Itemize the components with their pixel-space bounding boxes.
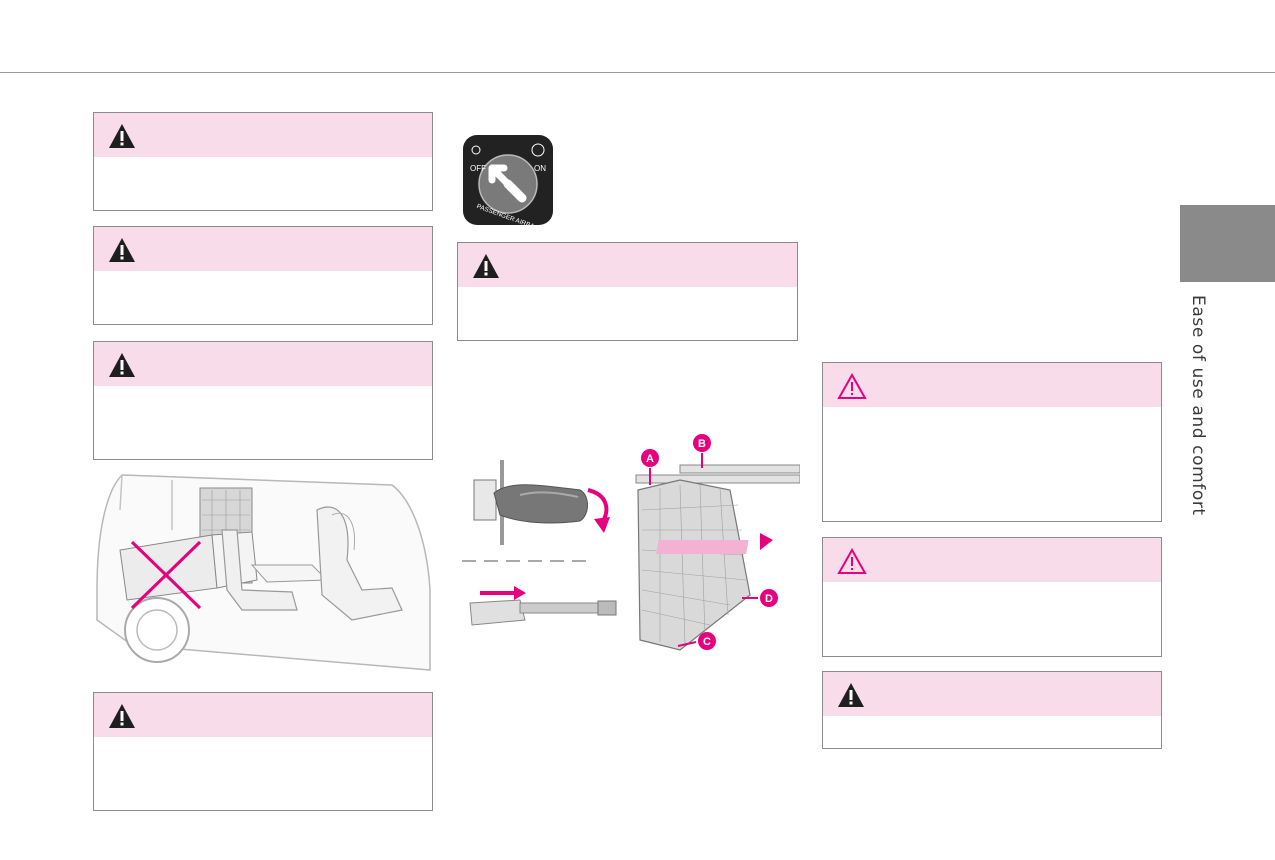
on-label: ON [534, 164, 546, 173]
warning-box-8 [822, 671, 1162, 749]
warning-icon [109, 353, 135, 377]
chapter-tab [1180, 205, 1275, 282]
warning-box-3 [93, 341, 433, 460]
warning-header [94, 693, 432, 737]
warning-header [94, 342, 432, 386]
warning-box-5 [457, 242, 798, 341]
warning-icon [109, 704, 135, 728]
warning-icon [473, 254, 499, 278]
warning-box-6 [822, 362, 1162, 522]
off-label: OFF [470, 164, 486, 173]
warning-icon [109, 124, 135, 148]
warning-header [823, 538, 1161, 582]
warning-header [458, 243, 797, 287]
chapter-title: Ease of use and comfort [1188, 295, 1208, 516]
passenger-airbag-switch: OFF ON PASSENGER AIRBAG [463, 135, 553, 226]
warning-box-1 [93, 112, 433, 211]
warning-header [94, 113, 432, 157]
airbag-on-icon [531, 143, 545, 157]
warning-header [94, 227, 432, 271]
marker-a: A [646, 453, 654, 465]
load-net-illustration: A B C D [635, 434, 800, 651]
warning-icon [109, 238, 135, 262]
marker-c: C [703, 636, 711, 648]
warning-box-2 [93, 226, 433, 325]
warning-box-4 [93, 692, 433, 811]
warning-header [823, 672, 1161, 716]
lever-release-illustration [462, 460, 617, 626]
warning-outline-icon [837, 548, 867, 574]
warning-header [823, 363, 1161, 407]
marker-b: B [698, 438, 706, 450]
warning-outline-icon [837, 373, 867, 399]
warning-icon [838, 683, 864, 707]
header-divider [0, 72, 1275, 73]
warning-box-7 [822, 537, 1162, 657]
van-cargo-illustration [96, 474, 431, 671]
marker-d: D [765, 593, 773, 605]
child-seat-icon [471, 145, 481, 155]
